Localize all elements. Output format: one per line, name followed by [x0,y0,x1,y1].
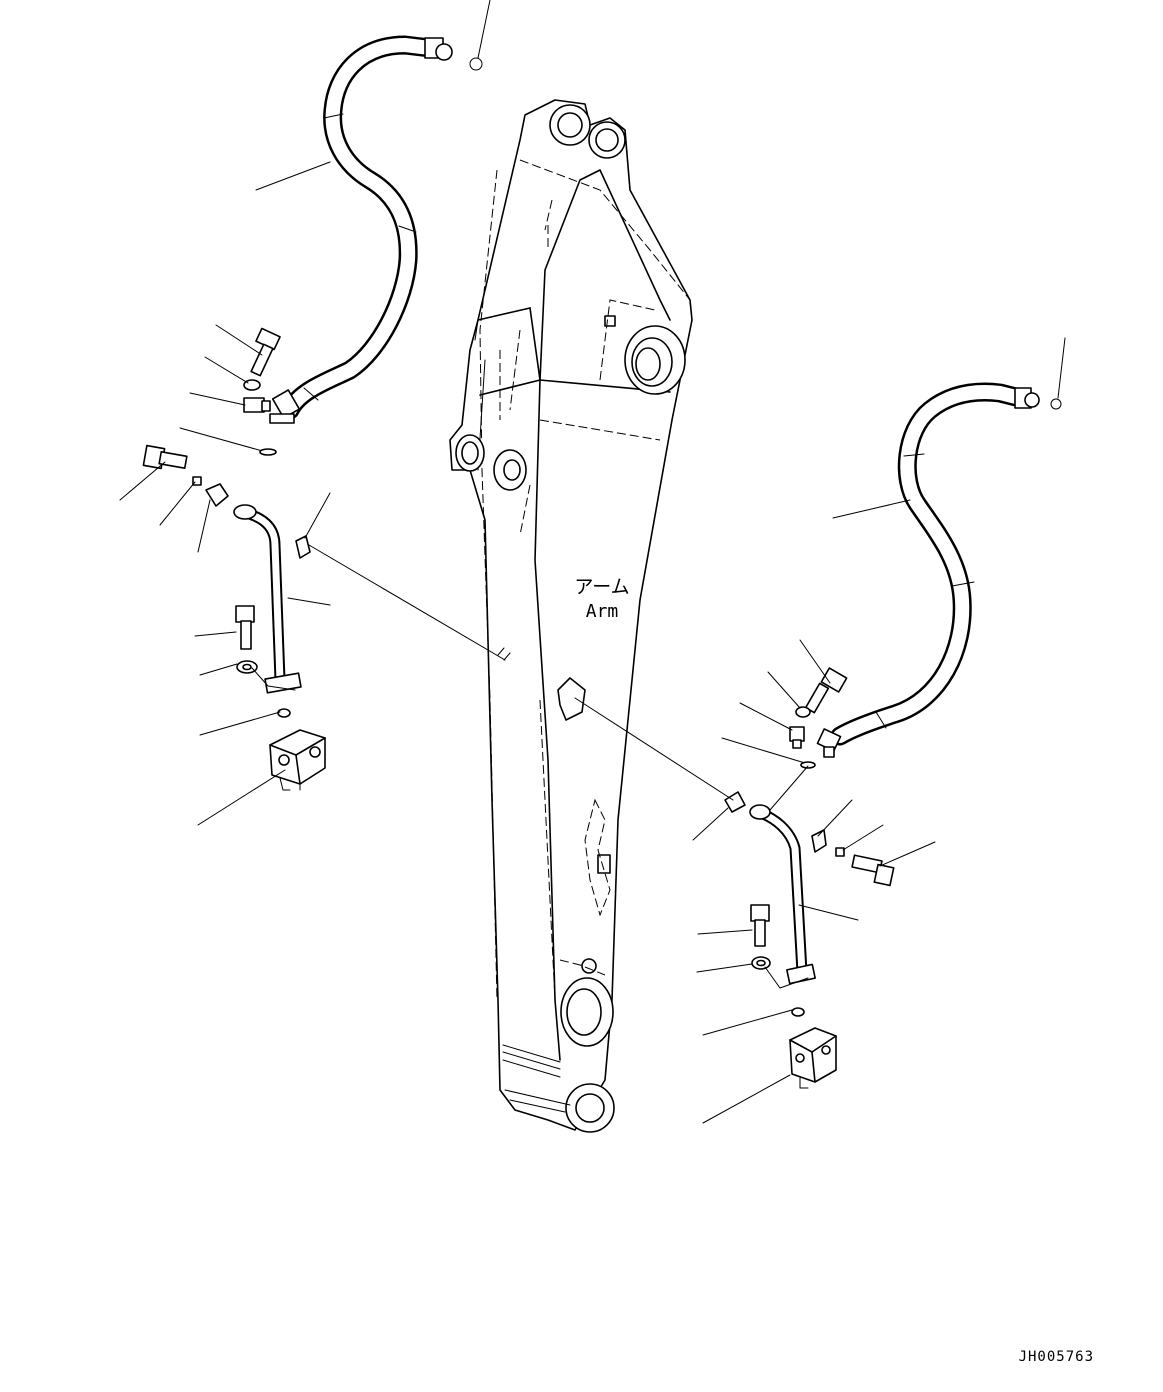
valve-block-left [269,729,326,791]
arm-label-en: Arm [586,601,619,622]
bolt-left-2 [142,444,188,470]
right-hose-assembly [574,337,1066,1124]
arm-body [449,99,693,1133]
bolt-right-1 [804,667,848,714]
arm-label-ja: アーム [574,576,629,598]
valve-block-right [789,1027,837,1089]
bolt-left-1 [250,327,281,377]
bolt-right-2 [851,854,895,887]
drawing-code: JH005763 [1019,1349,1094,1365]
left-hose-assembly [119,0,511,826]
bolt-left-3 [235,605,255,650]
bolt-right-3 [750,904,770,947]
